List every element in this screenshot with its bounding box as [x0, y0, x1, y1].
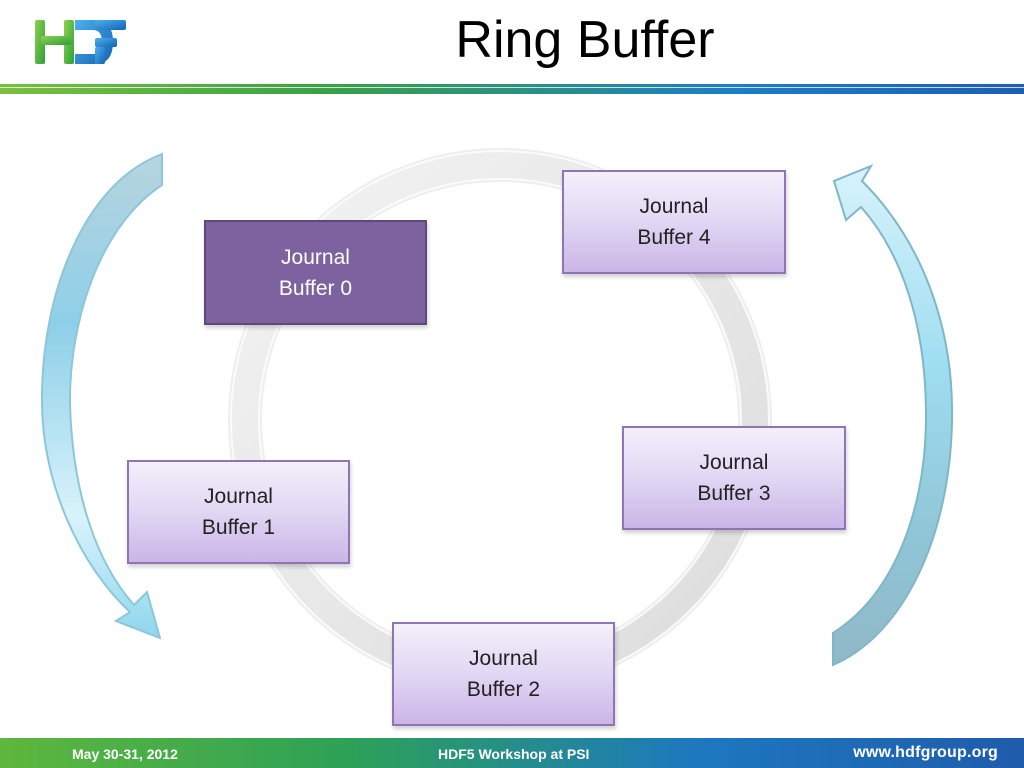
- footer-event: HDF5 Workshop at PSI: [438, 746, 590, 762]
- right-cycle-arrow: [832, 163, 954, 667]
- left-cycle-arrow: [40, 152, 163, 640]
- header-divider: [0, 84, 1024, 94]
- journal-buffer-4-line-1: Journal: [639, 195, 709, 218]
- journal-buffer-0-line-2: Buffer 0: [278, 276, 353, 300]
- slide-title: Ring Buffer: [455, 11, 715, 69]
- journal-buffer-2-line-1: Journal: [469, 647, 538, 670]
- journal-buffer-4: Journal Buffer 4: [562, 170, 786, 274]
- journal-buffer-4-line-2: Buffer 4: [637, 226, 711, 249]
- footer-url: www.hdfgroup.org: [853, 744, 998, 761]
- journal-buffer-1-line-1: Journal: [204, 485, 273, 508]
- journal-buffer-1-line-2: Buffer 1: [201, 516, 276, 539]
- footer-date: May 30-31, 2012: [72, 746, 178, 762]
- journal-buffer-3-line-1: Journal: [699, 451, 769, 474]
- journal-buffer-0-line-1: Journal: [281, 245, 350, 269]
- journal-buffer-1: Journal Buffer 1: [127, 460, 350, 564]
- footer-bar: [0, 738, 1024, 768]
- hdf-logo: [35, 20, 126, 64]
- journal-buffer-3-line-2: Buffer 3: [697, 482, 771, 505]
- journal-buffer-2: Journal Buffer 2: [392, 622, 615, 726]
- journal-buffer-0: Journal Buffer 0: [204, 220, 427, 325]
- journal-buffer-3: Journal Buffer 3: [622, 426, 846, 530]
- journal-buffer-2-line-2: Buffer 2: [466, 678, 541, 701]
